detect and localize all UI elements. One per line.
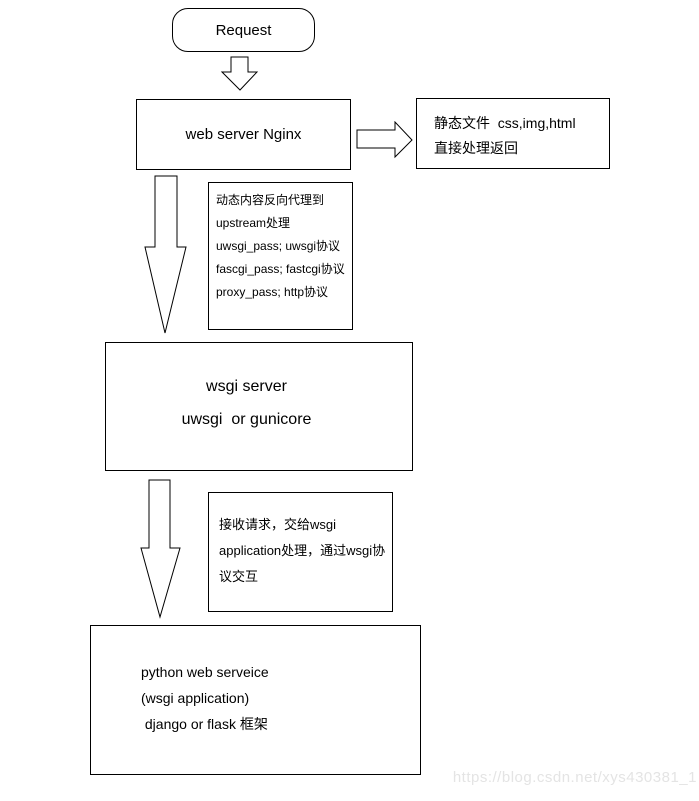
proxy-note-node: 动态内容反向代理到 upstream处理 uwsgi_pass; uwsgi协议… <box>208 182 353 330</box>
proxy-note-line: uwsgi_pass; uwsgi协议 <box>216 239 341 253</box>
proxy-note-line: upstream处理 <box>216 216 291 230</box>
static-files-line: 直接处理返回 <box>434 140 518 156</box>
web-server-nginx-node: web server Nginx <box>136 99 351 170</box>
proxy-note-line: fascgi_pass; fastcgi协议 <box>216 262 345 276</box>
right-arrow-icon <box>356 121 413 159</box>
python-service-node: python web serveice (wsgi application) d… <box>90 625 421 775</box>
python-service-line: (wsgi application) <box>141 690 250 706</box>
static-files-line: 静态文件 css,img,html <box>434 115 576 131</box>
proxy-note-line: 动态内容反向代理到 <box>216 193 325 207</box>
down-arrow-icon <box>144 175 187 334</box>
wsgi-note-node: 接收请求，交给wsgi application处理，通过wsgi协 议交互 <box>208 492 393 612</box>
web-server-nginx-label: web server Nginx <box>185 126 302 143</box>
wsgi-server-node: wsgi server uwsgi or gunicore <box>105 342 413 471</box>
python-service-line: django or flask 框架 <box>141 716 268 732</box>
wsgi-note-line: 接收请求，交给wsgi <box>219 517 337 532</box>
request-label: Request <box>215 21 272 39</box>
request-node: Request <box>172 8 315 52</box>
watermark-url: https://blog.csdn.net/xys430381_1 <box>452 769 697 786</box>
static-files-node: 静态文件 css,img,html 直接处理返回 <box>416 98 610 169</box>
down-arrow-icon <box>140 479 181 619</box>
python-service-line: python web serveice <box>141 664 269 680</box>
wsgi-note-line: application处理，通过wsgi协 <box>219 543 386 558</box>
wsgi-note-line: 议交互 <box>219 569 259 584</box>
wsgi-server-line: uwsgi or gunicore <box>181 411 312 428</box>
down-arrow-icon <box>221 56 259 91</box>
proxy-note-line: proxy_pass; http协议 <box>216 285 329 299</box>
wsgi-server-line: wsgi server <box>206 378 287 395</box>
